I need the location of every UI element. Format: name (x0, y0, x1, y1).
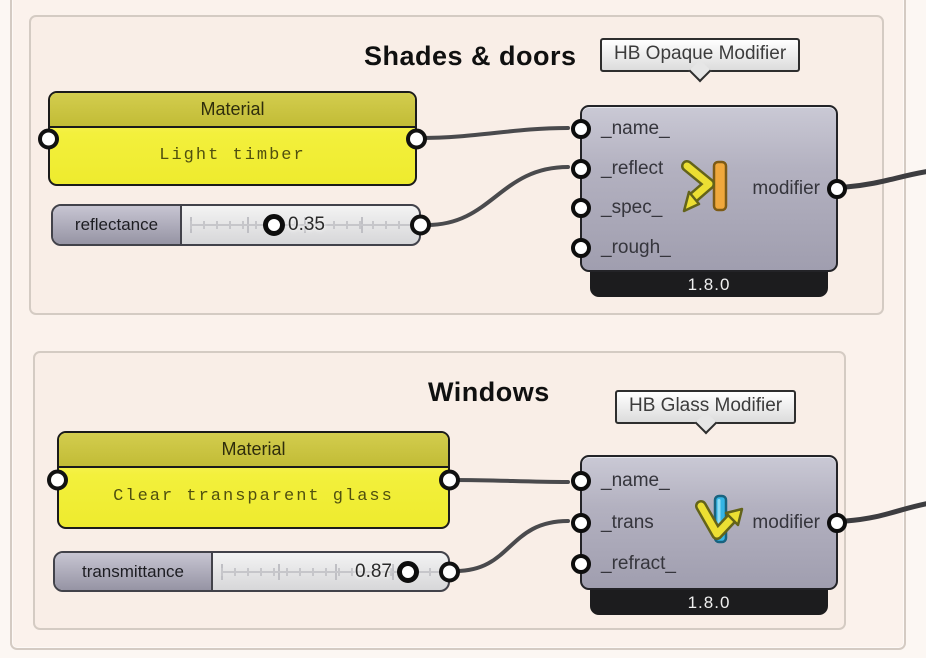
output-label-modifier: modifier (752, 511, 820, 533)
panel-header: Material (59, 433, 448, 468)
panel-output-nub[interactable] (439, 469, 460, 491)
ruler-line (221, 570, 440, 573)
wire-material-to-name-2[interactable] (450, 478, 570, 484)
panel-material-opaque[interactable]: Material Light timber (38, 91, 427, 186)
ruler-line (190, 224, 411, 226)
input-port-name[interactable] (571, 119, 591, 139)
panel-value[interactable]: Clear transparent glass (113, 487, 394, 506)
slider-output-nub[interactable] (410, 214, 431, 236)
component-body[interactable]: _name_ _reflect _spec_ _rough_ modifier (571, 105, 847, 272)
panel-input-nub[interactable] (38, 128, 59, 149)
tag-hb-opaque-modifier: HB Opaque Modifier (600, 38, 801, 72)
version-badge: 1.8.0 (590, 272, 828, 297)
output-port-modifier[interactable] (827, 178, 847, 199)
wire-glass-modifier-out[interactable] (843, 501, 926, 524)
input-label-name: _name_ (601, 470, 670, 491)
hb-glass-modifier-component[interactable]: _name_ _trans _refract_ modifier 1.8.0 (571, 455, 847, 615)
panel-input-nub[interactable] (47, 469, 68, 491)
input-label-trans: _trans (601, 511, 654, 533)
slider-label: transmittance (55, 553, 213, 590)
slider-transmittance[interactable]: transmittance 0.87 (53, 551, 460, 592)
slider-reflectance[interactable]: reflectance 0.35 (51, 204, 431, 246)
output-label-modifier: modifier (752, 177, 820, 199)
glass-arrow-through-icon (694, 494, 746, 557)
slider-track[interactable]: 0.35 (182, 206, 419, 244)
tag-hb-glass-modifier: HB Glass Modifier (615, 390, 797, 424)
input-label-refract: _refract_ (601, 553, 676, 574)
input-port-name[interactable] (571, 471, 591, 491)
panel-output-nub[interactable] (406, 128, 427, 149)
input-row: _reflect (571, 156, 836, 182)
input-port-trans[interactable] (571, 512, 591, 533)
input-label-spec: _spec_ (601, 197, 663, 219)
slider-label: reflectance (53, 206, 182, 244)
slider-value: 0.87 (355, 560, 392, 582)
wire-opaque-modifier-out[interactable] (843, 169, 926, 190)
slider-value: 0.35 (288, 214, 325, 235)
wire-material-to-name[interactable] (417, 126, 570, 140)
input-port-reflect[interactable] (571, 158, 591, 179)
slider-track[interactable]: 0.87 (213, 553, 448, 590)
wire-transmittance-to-trans[interactable] (454, 519, 570, 573)
panel-value[interactable]: Light timber (159, 145, 306, 165)
input-row: _trans (571, 510, 836, 536)
hb-opaque-modifier-component[interactable]: _name_ _reflect _spec_ _rough_ modifier … (571, 105, 847, 297)
slider-knob[interactable] (397, 560, 419, 583)
wire-reflectance-to-reflect[interactable] (425, 165, 570, 227)
input-row: _name_ (571, 468, 836, 494)
input-label-rough: _rough_ (601, 236, 671, 258)
panel-header: Material (50, 93, 415, 128)
input-row: _rough_ (571, 235, 836, 261)
input-label-reflect: _reflect (601, 157, 664, 179)
slider-knob[interactable] (263, 214, 285, 236)
slider-output-nub[interactable] (439, 561, 460, 582)
component-body[interactable]: _name_ _trans _refract_ modifier (571, 455, 847, 590)
group-title-shades-doors: Shades & doors (364, 41, 577, 71)
version-badge: 1.8.0 (590, 590, 828, 615)
input-port-spec[interactable] (571, 198, 591, 219)
input-row: _spec_ (571, 195, 836, 221)
output-port-modifier[interactable] (827, 512, 847, 533)
group-title-windows: Windows (428, 377, 550, 407)
input-port-rough[interactable] (571, 237, 591, 258)
input-port-refract[interactable] (571, 554, 591, 574)
opaque-arrow-bounce-wall-icon (680, 159, 732, 222)
input-row: _name_ (571, 116, 836, 142)
input-label-name: _name_ (601, 118, 670, 139)
panel-material-glass[interactable]: Material Clear transparent glass (47, 431, 460, 529)
input-row: _refract_ (571, 551, 836, 577)
